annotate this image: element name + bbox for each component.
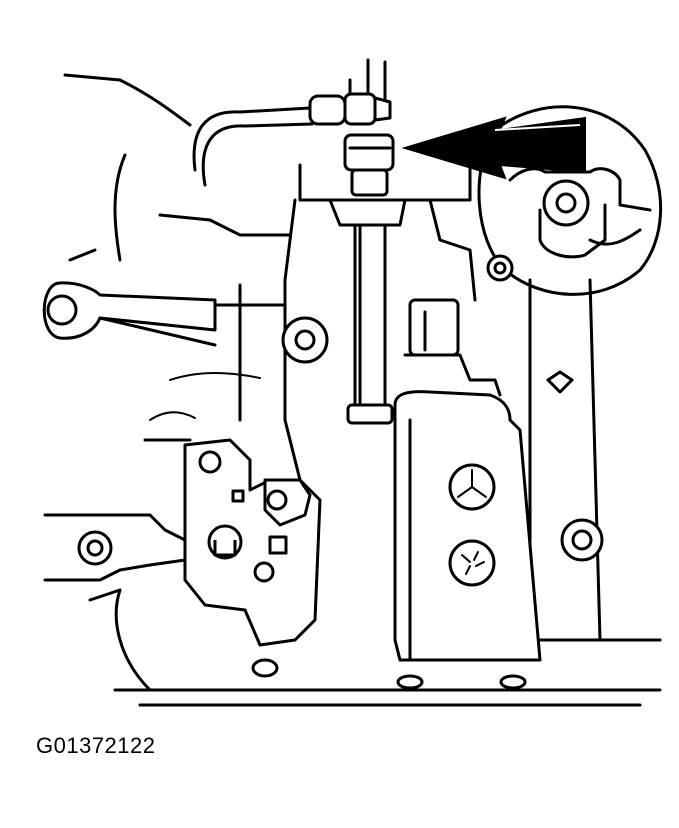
engine-block <box>63 73 662 707</box>
shaft-assembly <box>328 133 407 425</box>
pointer-arrow <box>401 116 586 180</box>
left-mount-bracket <box>42 248 217 582</box>
housing <box>393 254 604 690</box>
engine-component-diagram <box>42 58 662 707</box>
mount-block <box>183 316 329 678</box>
hose <box>192 58 392 187</box>
figure-id-label: G01372122 <box>36 733 156 758</box>
